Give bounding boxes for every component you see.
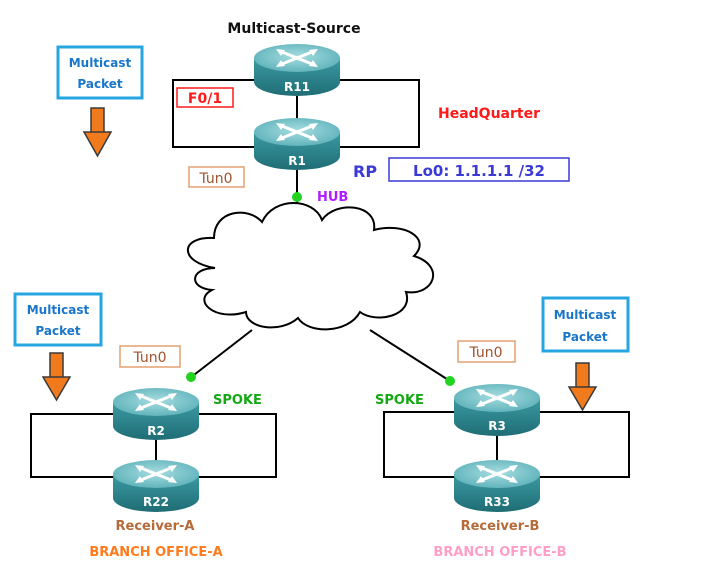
multicast-packet-box-branch-a xyxy=(13,292,103,347)
loopback-label: Lo0: 1.1.1.1 /32 xyxy=(413,162,545,180)
spoke-b-tunnel-dot xyxy=(445,376,455,386)
link-cloud-r2 xyxy=(189,329,253,379)
receiver-a-label: Receiver-A xyxy=(116,519,195,534)
branch-office-a-label: BRANCH OFFICE-A xyxy=(89,545,222,560)
multicast-packet-text-hq-line2: Packet xyxy=(77,77,122,91)
hub-label: HUB xyxy=(317,190,348,205)
svg-text:R3: R3 xyxy=(488,419,506,433)
router-r33-icon[interactable]: R33 xyxy=(452,458,542,514)
multicast-packet-text-b-line1: Multicast xyxy=(554,308,617,322)
loopback-label-box xyxy=(388,157,570,182)
spoke-a-tunnel-dot xyxy=(186,372,196,382)
receiver-b-label: Receiver-B xyxy=(461,519,540,534)
hub-tunnel-dot xyxy=(292,192,302,202)
router-r11-icon[interactable]: R11 xyxy=(252,42,342,98)
multicast-packet-text-a-line1: Multicast xyxy=(27,303,90,317)
branch-b-spoke-label: SPOKE xyxy=(375,393,424,408)
down-arrow-icon xyxy=(41,352,72,402)
svg-text:R1: R1 xyxy=(288,154,306,168)
hq-tunnel-label: Tun0 xyxy=(198,171,232,187)
wan-cloud xyxy=(186,202,435,331)
interface-label-box xyxy=(176,87,234,108)
svg-text:R22: R22 xyxy=(143,495,169,509)
hq-tunnel-label-box xyxy=(188,166,245,188)
multicast-packet-text-b-line2: Packet xyxy=(562,330,607,344)
link-cloud-r3 xyxy=(369,329,451,382)
svg-text:R2: R2 xyxy=(147,424,165,438)
router-r1-icon[interactable]: R1 xyxy=(252,116,342,172)
multicast-source-title: Multicast-Source xyxy=(227,21,360,37)
branch-office-b-label: BRANCH OFFICE-B xyxy=(433,545,566,560)
multicast-packet-text-hq-line1: Multicast xyxy=(69,56,132,70)
branch-a-tunnel-label: Tun0 xyxy=(132,350,166,366)
router-r2-icon[interactable]: R2 xyxy=(111,386,201,442)
branch-b-tunnel-label: Tun0 xyxy=(468,345,502,361)
headquarter-label: HeadQuarter xyxy=(438,106,540,122)
branch-a-tunnel-label-box xyxy=(119,345,181,368)
multicast-packet-box-branch-b xyxy=(541,296,630,353)
branch-b-tunnel-label-box xyxy=(457,340,516,363)
svg-text:R11: R11 xyxy=(284,80,310,94)
down-arrow-icon xyxy=(567,362,598,412)
router-r22-icon[interactable]: R22 xyxy=(111,458,201,514)
router-r3-icon[interactable]: R3 xyxy=(452,382,542,438)
branch-a-spoke-label: SPOKE xyxy=(213,393,262,408)
interface-label: F0/1 xyxy=(188,91,222,107)
svg-text:R33: R33 xyxy=(484,495,510,509)
multicast-packet-box-hq xyxy=(56,45,144,100)
down-arrow-icon xyxy=(82,107,113,158)
rp-label: RP xyxy=(353,162,377,181)
multicast-packet-text-a-line2: Packet xyxy=(35,324,80,338)
